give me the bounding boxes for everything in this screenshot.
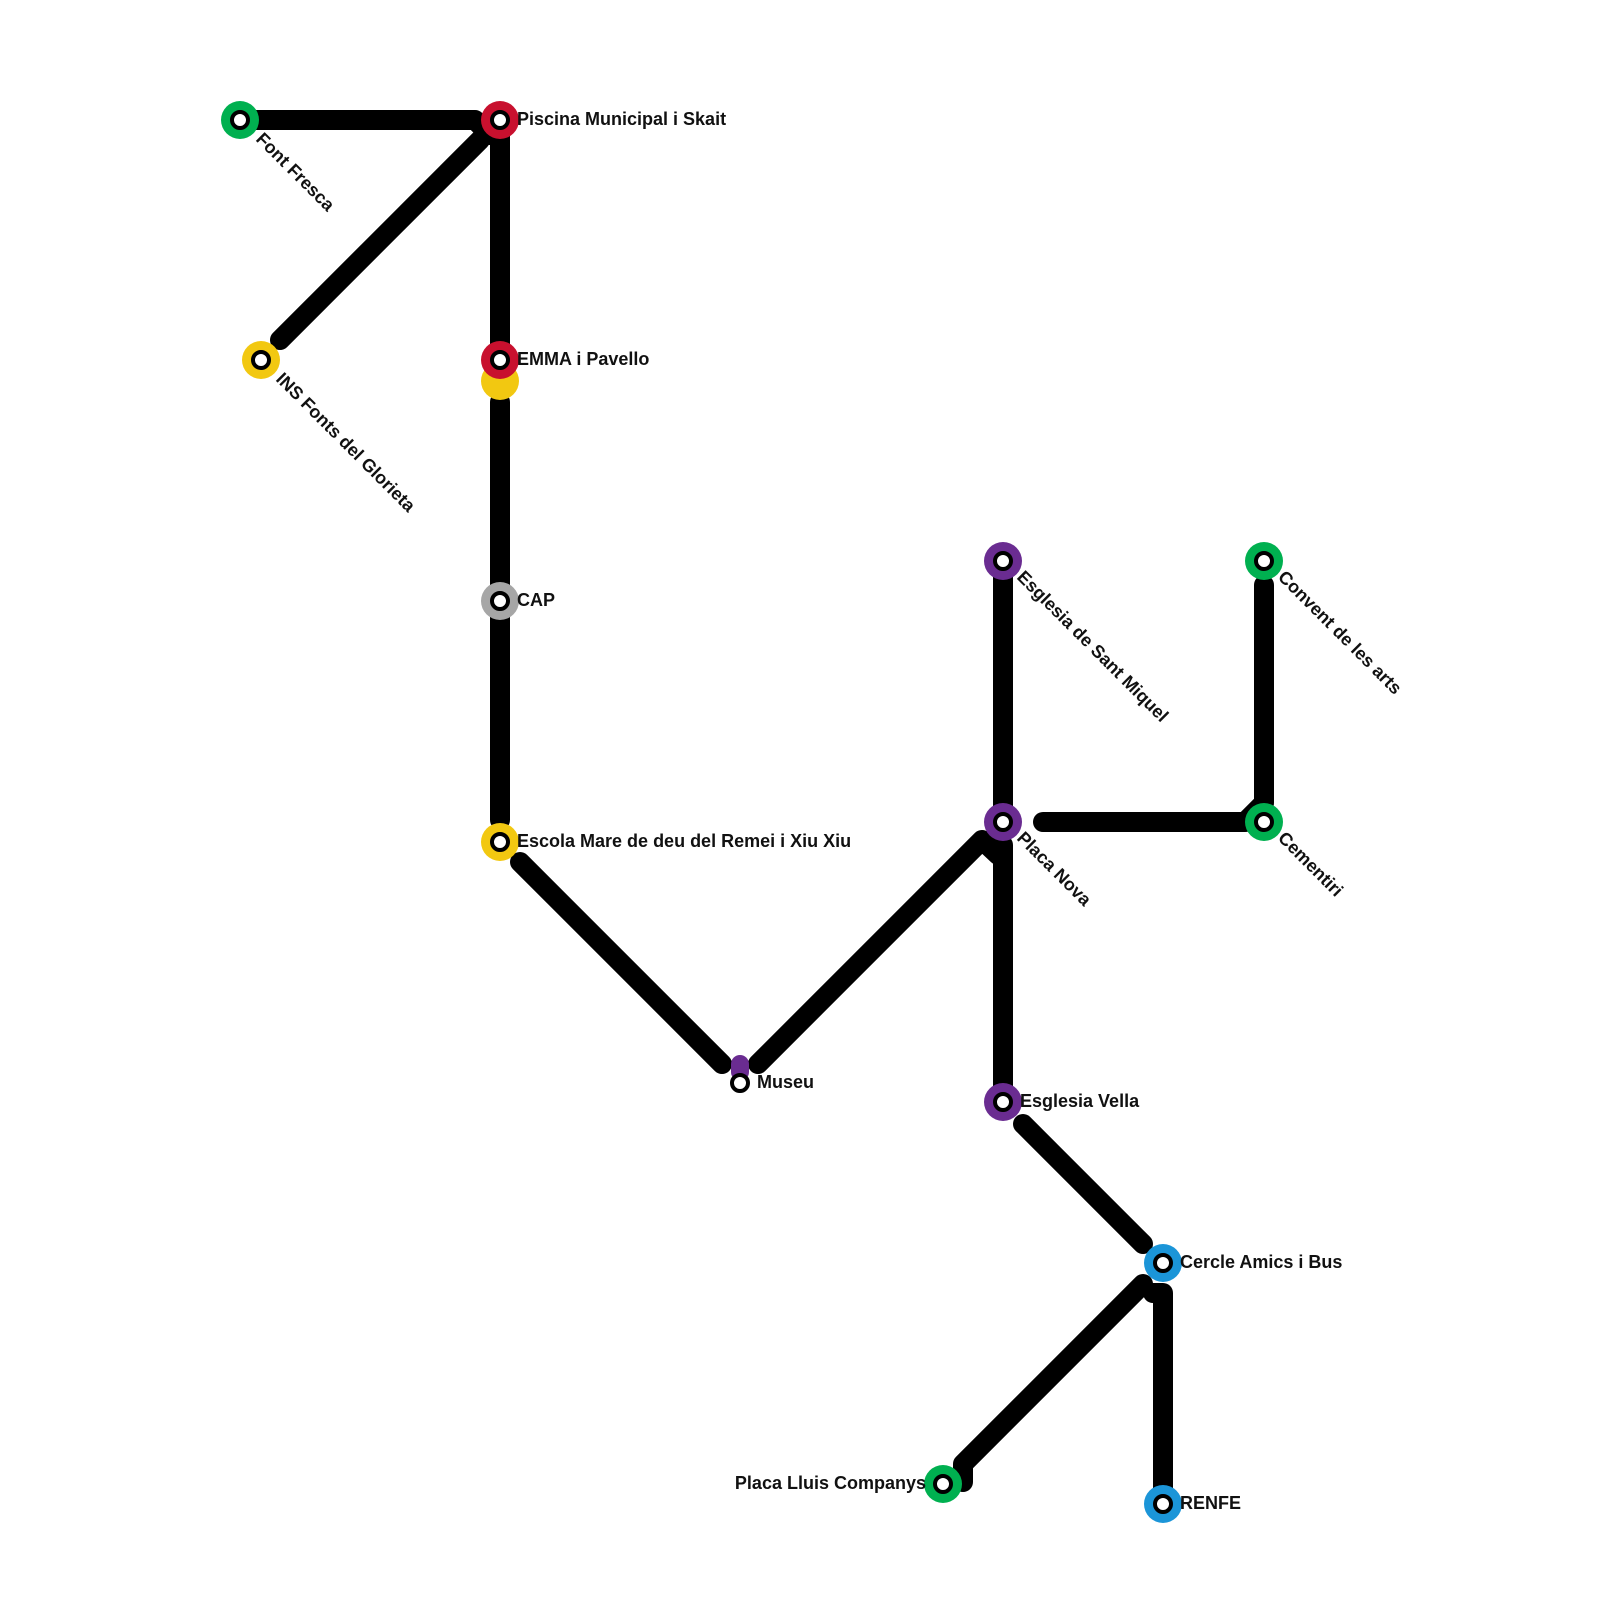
- station-cementiri[interactable]: Cementiri: [1245, 803, 1347, 901]
- station-dot: [1254, 551, 1274, 571]
- track-esglesia-vella-cercle: [1013, 1114, 1153, 1254]
- station-label: Font Fresca: [252, 129, 339, 216]
- station-emma[interactable]: EMMA i Pavello: [481, 341, 649, 400]
- station-cap[interactable]: CAP: [481, 582, 555, 620]
- station-dot: [1153, 1494, 1173, 1514]
- station-label: Esglesia de Sant Miquel: [1013, 567, 1172, 726]
- station-escola[interactable]: Escola Mare de deu del Remei i Xiu Xiu: [481, 823, 851, 861]
- station-placa-lluis[interactable]: Placa Lluis Companys: [735, 1465, 962, 1503]
- station-esglesia-vella[interactable]: Esglesia Vella: [984, 1083, 1140, 1121]
- station-label: Cercle Amics i Bus: [1180, 1252, 1342, 1272]
- track-font-fresca-piscina: [230, 110, 500, 145]
- station-dot: [993, 551, 1013, 571]
- station-piscina[interactable]: Piscina Municipal i Skait: [481, 101, 726, 139]
- station-dot: [1254, 812, 1274, 832]
- station-renfe[interactable]: RENFE: [1144, 1485, 1241, 1523]
- station-dot: [490, 832, 510, 852]
- station-dot: [933, 1474, 953, 1494]
- track-ins-fonts-piscina: [270, 130, 490, 350]
- station-dot: [490, 350, 510, 370]
- track-escola-museu: [510, 852, 732, 1074]
- station-ins-fonts[interactable]: INS Fonts del Glorieta: [242, 341, 420, 516]
- station-label: Placa Lluis Companys: [735, 1473, 926, 1493]
- station-label: Escola Mare de deu del Remei i Xiu Xiu: [517, 831, 851, 851]
- station-label: RENFE: [1180, 1493, 1241, 1513]
- station-label: Convent de les arts: [1274, 567, 1406, 699]
- track-museu-placa-nova: [748, 830, 1008, 1074]
- track-cercle-placa-lluis: [953, 1274, 1153, 1492]
- station-dot: [1153, 1253, 1173, 1273]
- tracks: [230, 110, 1274, 1500]
- station-museu[interactable]: Museu: [730, 1055, 814, 1093]
- station-dot: [251, 350, 271, 370]
- station-dot: [730, 1073, 750, 1093]
- station-dot: [490, 591, 510, 611]
- station-label: Museu: [757, 1072, 814, 1092]
- station-dot: [993, 1092, 1013, 1112]
- station-label: Placa Nova: [1013, 828, 1096, 911]
- station-label: Piscina Municipal i Skait: [517, 109, 726, 129]
- station-label: EMMA i Pavello: [517, 349, 649, 369]
- station-dot: [490, 110, 510, 130]
- station-label: Cementiri: [1274, 828, 1347, 901]
- station-label: INS Fonts del Glorieta: [272, 369, 420, 517]
- station-label: Esglesia Vella: [1020, 1091, 1140, 1111]
- station-dot: [993, 812, 1013, 832]
- station-dot: [230, 110, 250, 130]
- track-cercle-renfe: [1143, 1283, 1173, 1500]
- station-cercle[interactable]: Cercle Amics i Bus: [1144, 1244, 1342, 1282]
- station-label: CAP: [517, 590, 555, 610]
